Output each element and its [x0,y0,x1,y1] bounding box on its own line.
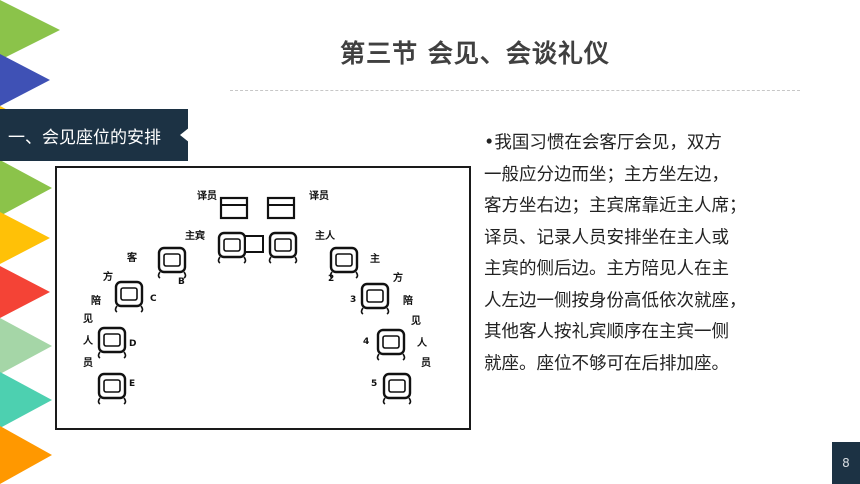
host-side-char-3: 陪 [403,294,413,307]
label-chief-guest: 主宾 [185,229,205,242]
mark-3: 3 [350,295,356,305]
host-chair [268,231,298,265]
mark-4: 4 [363,337,369,347]
page-number-text: 8 [842,456,850,470]
guest-chair-b [157,246,187,280]
decorative-ribbon [0,0,60,484]
label-interpreter-left: 译员 [197,189,217,202]
body-line: •我国习惯在会客厅会见，双方 [484,133,722,153]
body-paragraph: •我国习惯在会客厅会见，双方 一般应分边而坐；主方坐左边， 客方坐右边；主宾席靠… [484,128,814,380]
page-number: 8 [832,442,860,484]
mark-e: E [129,379,135,389]
mark-5: 5 [371,379,377,389]
guest-side-char-3: 陪 [91,294,101,307]
interpreter-right-table [266,196,296,220]
section-label: 一、会见座位的安排 [0,109,188,161]
body-line: 译员、记录人员安排坐在主人或 [484,227,729,248]
slide-title: 第三节 会见、会谈礼仪 [340,39,610,68]
section-arrow-icon [180,127,190,143]
label-interpreter-right: 译员 [309,189,329,202]
guest-side-char-1: 客 [126,251,138,264]
mark-d: D [129,339,136,349]
guest-chair-c [114,280,144,314]
body-line: 一般应分边而坐；主方坐左边， [484,164,729,185]
guest-chair-e [97,372,127,406]
host-side-chair-4 [376,328,406,362]
host-side-chair-2 [329,246,359,280]
host-side-char-1: 主 [370,252,380,265]
title-divider [230,90,800,91]
interpreter-left-table [219,196,249,220]
mark-2: 2 [328,274,334,284]
guest-side-char-6: 员 [83,357,93,369]
guest-side-char-5: 人 [83,334,94,347]
guest-side-char-2: 方 [103,270,113,283]
center-tea-table [244,235,264,253]
host-side-char-4: 见 [411,315,421,327]
host-side-char-5: 人 [417,336,428,349]
body-line: 就座。座位不够可在后排加座。 [484,353,729,374]
body-line: 人左边一侧按身份高低依次就座， [484,290,747,311]
section-label-text: 一、会见座位的安排 [8,127,161,148]
label-host: 主人 [315,229,336,242]
guest-side-char-4: 见 [83,313,93,325]
host-side-char-2: 方 [393,271,403,284]
seating-diagram: 译员 译员 主宾 主人 客 方 陪 见 人 员 主 方 陪 见 人 员 B C … [55,166,471,430]
body-line: 其他客人按礼宾顺序在主宾一侧 [484,322,729,342]
mark-b: B [178,277,185,287]
guest-chair-d [97,326,127,360]
chief-guest-chair [217,231,247,265]
mark-c: C [150,294,157,304]
host-side-char-6: 员 [421,357,431,369]
host-side-chair-3 [360,282,390,316]
host-side-chair-5 [382,372,412,406]
body-line: 客方坐右边；主宾席靠近主人席； [484,196,747,216]
body-line: 主宾的侧后边。主方陪见人在主 [484,259,729,279]
